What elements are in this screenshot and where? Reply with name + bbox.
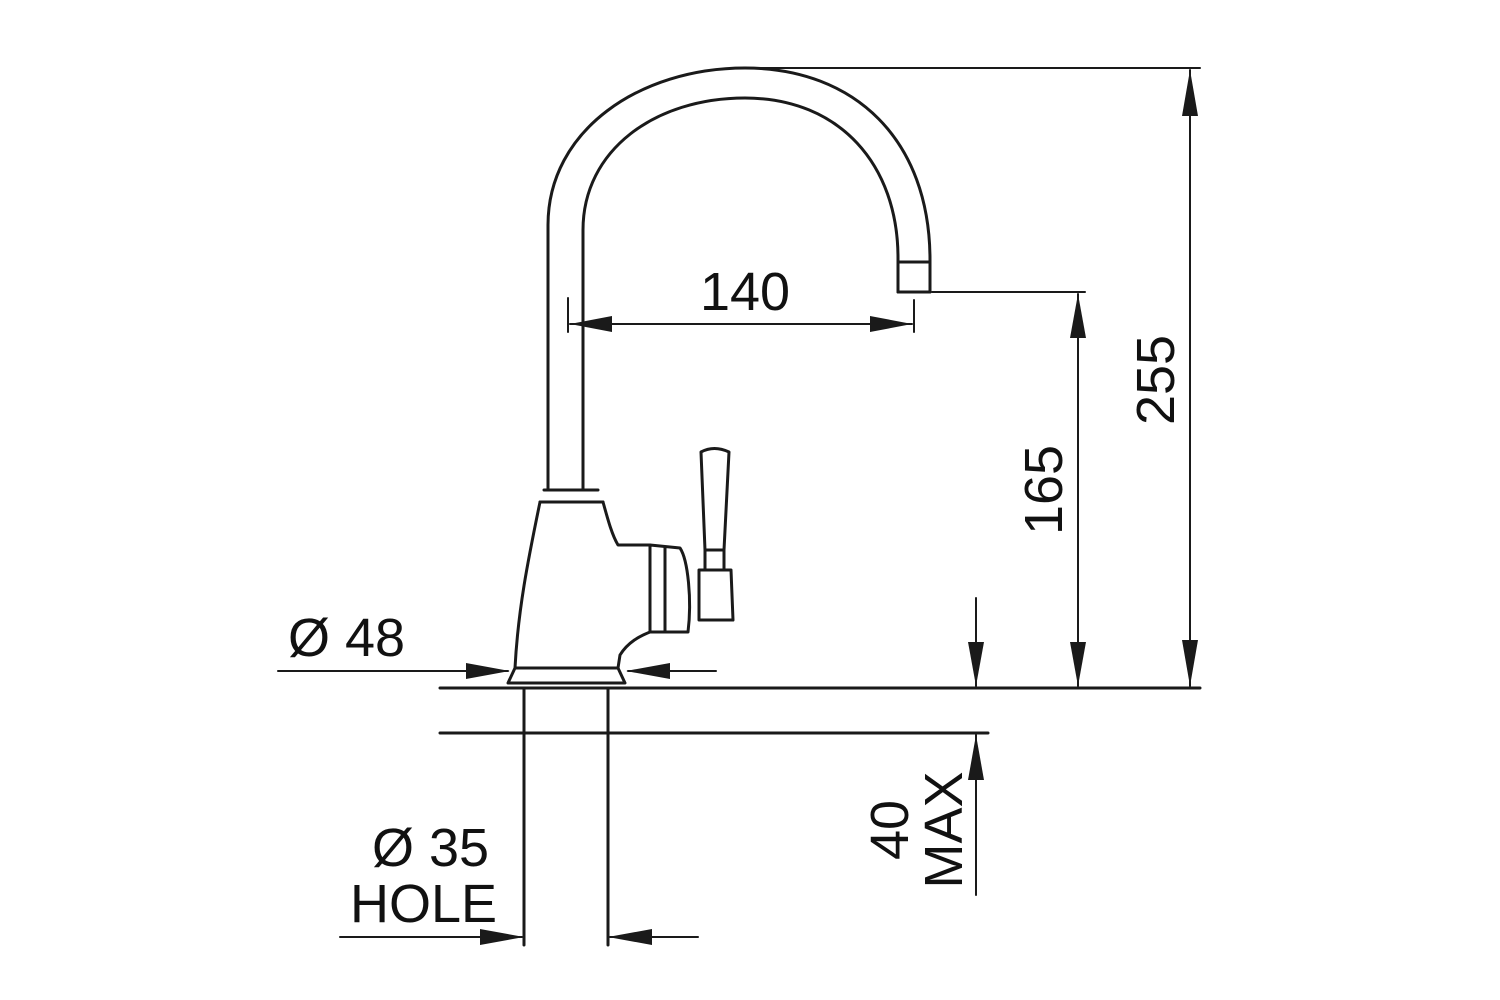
overall-arrow-bottom [1182,640,1198,686]
thickness-label: 40 [860,800,920,860]
mounting-shank [522,686,610,947]
reach-label: 140 [700,262,790,322]
lever-housing [648,543,692,634]
spout-height-arrow-top [1070,294,1086,338]
spout-tip [896,260,932,294]
max-label: MAX [914,771,974,888]
dimension-base-diameter: Ø 48 [277,608,717,679]
thickness-arrow-bottom [968,735,984,780]
lever-hub [697,568,735,622]
countertop [438,686,1202,735]
overall-arrow-top [1182,70,1198,116]
spout-height-arrow-bottom [1070,642,1086,686]
overall-height-label: 255 [1126,335,1186,425]
reach-arrow-right [870,316,912,332]
dimension-max-thickness: 40 MAX [860,597,984,896]
base-arrow-left [466,663,510,679]
tap-outline [506,66,932,947]
hole-arrow-right [608,929,652,945]
reach-arrow-left [570,316,612,332]
dimension-spout-height: 165 [931,291,1086,687]
base-flange [506,666,627,685]
hole-arrow-left [480,929,524,945]
tap-body [513,500,652,670]
spout-height-label: 165 [1014,445,1074,535]
hole-label: HOLE [350,874,497,934]
dimension-overall-height: 255 [749,67,1201,687]
base-diameter-label: Ø 48 [288,608,405,668]
lever-neck [703,548,726,572]
thickness-arrow-top [968,642,984,686]
body-lower [616,630,652,670]
spout-collar [538,488,605,504]
base-arrow-right [626,663,670,679]
hole-diameter-label: Ø 35 [372,818,489,878]
spout-outer [546,66,932,492]
dimension-reach: 140 [567,262,915,333]
spout-inner [581,96,900,492]
lever-handle [699,447,731,552]
dimension-hole-diameter: Ø 35 HOLE [339,818,699,945]
